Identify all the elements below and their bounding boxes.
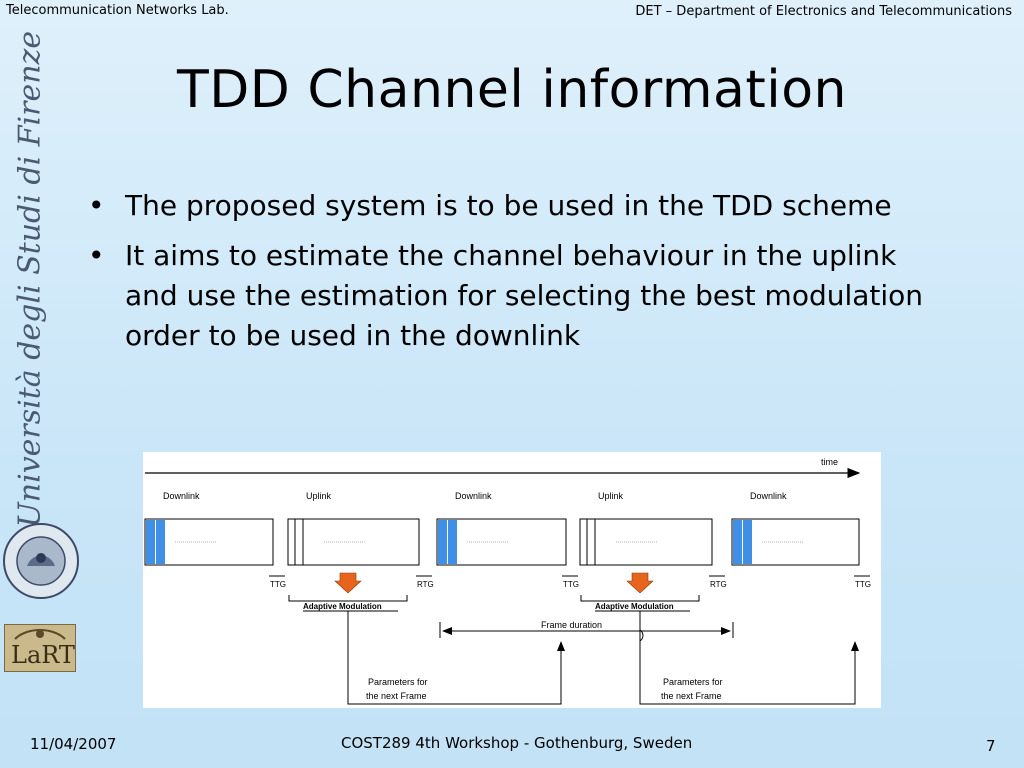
bullet-text: The proposed system is to be used in the… <box>125 189 892 222</box>
slide-title: TDD Channel information <box>176 60 847 120</box>
gap-label: RTG <box>710 580 727 589</box>
parameters-label-line: the next Frame <box>661 691 722 701</box>
lart-logo-text: LaRT <box>11 641 75 669</box>
adaptive-modulation-arrow-icon <box>334 572 362 594</box>
downlink-preamble-block <box>438 520 447 564</box>
adaptive-modulation-arrow-icon <box>626 572 654 594</box>
downlink-preamble-block <box>733 520 742 564</box>
adaptive-modulation-label: Adaptive Modulation <box>595 602 674 611</box>
frame-label: Uplink <box>598 491 624 501</box>
bullet-marker: • <box>88 189 105 222</box>
bullet-marker: • <box>88 239 105 272</box>
adaptive-modulation-bracket <box>580 595 700 602</box>
gap-label: TTG <box>270 580 286 589</box>
frame-label: Uplink <box>306 491 332 501</box>
adaptive-modulation-label: Adaptive Modulation <box>303 602 382 611</box>
header-department: DET – Department of Electronics and Tele… <box>635 4 1012 19</box>
page-number: 7 <box>986 737 996 755</box>
adaptive-modulation-bracket <box>288 595 408 602</box>
frame-box <box>287 518 420 566</box>
feedback-path <box>639 611 859 705</box>
gap-label: RTG <box>417 580 434 589</box>
bullet-list: • The proposed system is to be used in t… <box>88 186 938 366</box>
lart-emblem-icon <box>14 629 66 640</box>
lart-logo: LaRT <box>4 624 76 672</box>
parameters-label-line: Parameters for <box>368 677 428 687</box>
university-logotype: Università degli Studi di Firenze <box>12 30 48 528</box>
bullet-text: It aims to estimate the channel behaviou… <box>125 239 924 352</box>
frame-box <box>731 518 860 566</box>
parameters-label-line: the next Frame <box>366 691 427 701</box>
footer-date: 11/04/2007 <box>30 735 117 753</box>
feedback-path <box>347 611 565 705</box>
path-crossing-hop <box>639 629 644 642</box>
downlink-preamble-block <box>146 520 155 564</box>
gap-label: TTG <box>855 580 871 589</box>
downlink-map-block <box>743 520 752 564</box>
time-axis-label: time <box>821 457 838 467</box>
frame-label: Downlink <box>455 491 492 501</box>
frame-label: Downlink <box>750 491 787 501</box>
gap-label: TTG <box>563 580 579 589</box>
frame-duration-label: Frame duration <box>541 620 602 630</box>
frame-label: Downlink <box>163 491 200 501</box>
bullet-item: • The proposed system is to be used in t… <box>88 186 938 226</box>
footer-event: COST289 4th Workshop - Gothenburg, Swede… <box>341 734 693 752</box>
bullet-item: • It aims to estimate the channel behavi… <box>88 236 938 356</box>
header-lab-name: Telecommunication Networks Lab. <box>6 3 229 18</box>
downlink-map-block <box>156 520 165 564</box>
university-seal-icon <box>3 523 79 599</box>
downlink-map-block <box>448 520 457 564</box>
parameters-label-line: Parameters for <box>663 677 723 687</box>
